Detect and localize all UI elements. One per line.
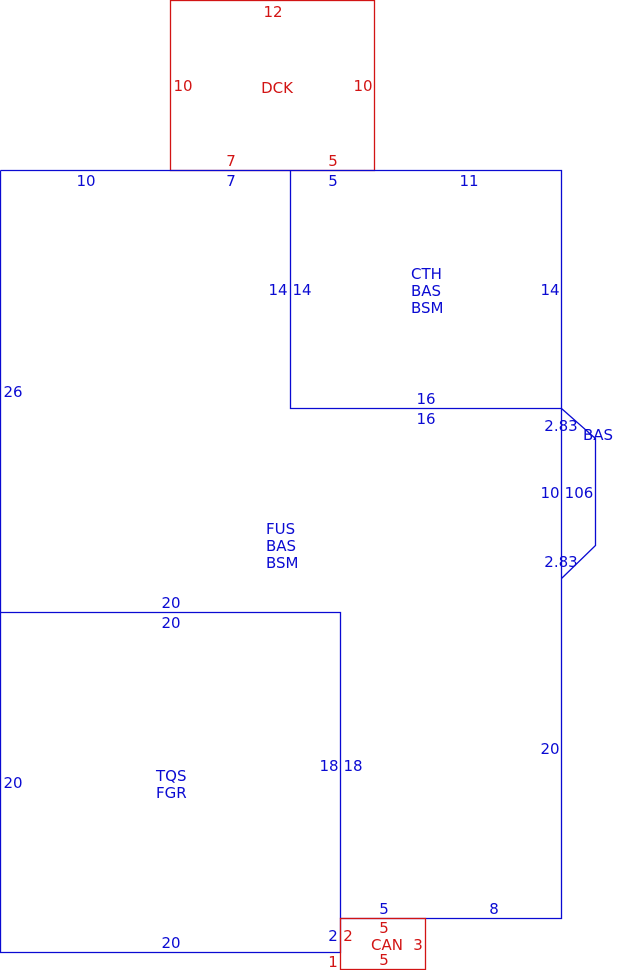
dim-tqs-top-outer: 20 — [161, 594, 180, 612]
area-label-bay: BAS — [583, 426, 613, 444]
area-label-can: CAN — [371, 936, 403, 954]
dim-cth-bottom-inner: 16 — [416, 410, 435, 428]
area-code-fus-3: BSM — [266, 554, 299, 572]
dim-fus-bottom-left: 5 — [379, 900, 389, 918]
bay-window-outline — [561, 408, 597, 579]
dim-fus-right: 20 — [540, 740, 559, 758]
dim-bay-side-left: 10 — [540, 484, 559, 502]
dim-dck-right: 10 — [353, 77, 372, 95]
area-code-cth-1: CTH — [411, 265, 442, 283]
area-code-tqs-2: FGR — [156, 784, 187, 802]
dim-dck-bottom-right: 5 — [328, 152, 338, 170]
tqs-outline — [0, 611, 342, 919]
dim-step-blue: 2 — [328, 927, 338, 945]
dim-main-top-mid: 7 — [226, 172, 236, 190]
dim-step-red: 1 — [328, 953, 338, 970]
area-code-cth-2: BAS — [411, 282, 441, 300]
dim-tqs-left: 20 — [3, 774, 22, 792]
dim-bay-top-angle: 2.83 — [544, 417, 577, 435]
area-code-fus-2: BAS — [266, 537, 296, 555]
dim-fus-bottom-right: 8 — [489, 900, 499, 918]
dim-tqs-bottom: 20 — [161, 934, 180, 952]
area-label-dck: DCK — [261, 79, 294, 97]
dim-cth-left-inner: 14 — [292, 281, 311, 299]
dim-cth-bottom-outer: 16 — [416, 390, 435, 408]
dim-main-top-right: 11 — [459, 172, 478, 190]
area-code-tqs-1: TQS — [155, 767, 187, 785]
dim-bay-bottom-angle: 2.83 — [544, 553, 577, 571]
dim-dck-left: 10 — [173, 77, 192, 95]
dim-tqs-right-outer: 18 — [319, 757, 338, 775]
cth-outline — [289, 170, 562, 410]
dim-tqs-top-inner: 20 — [161, 614, 180, 632]
dim-cth-right: 14 — [540, 281, 559, 299]
dim-can-bottom: 5 — [379, 951, 389, 969]
dim-bay-side-right: 106 — [565, 484, 594, 502]
dim-main-top-cth: 5 — [328, 172, 338, 190]
dim-can-left: 2 — [343, 927, 353, 945]
area-code-cth-3: BSM — [411, 299, 444, 317]
dim-tqs-right-inner: 18 — [343, 757, 362, 775]
dim-dck-bottom-left: 7 — [226, 152, 236, 170]
dim-can-top: 5 — [379, 919, 389, 937]
dim-main-top-left: 10 — [76, 172, 95, 190]
area-code-fus-1: FUS — [266, 520, 295, 538]
dim-can-right: 3 — [413, 936, 423, 954]
dim-cth-left-outer: 14 — [268, 281, 287, 299]
dim-dck-top: 12 — [263, 3, 282, 21]
dim-main-left: 26 — [3, 383, 22, 401]
